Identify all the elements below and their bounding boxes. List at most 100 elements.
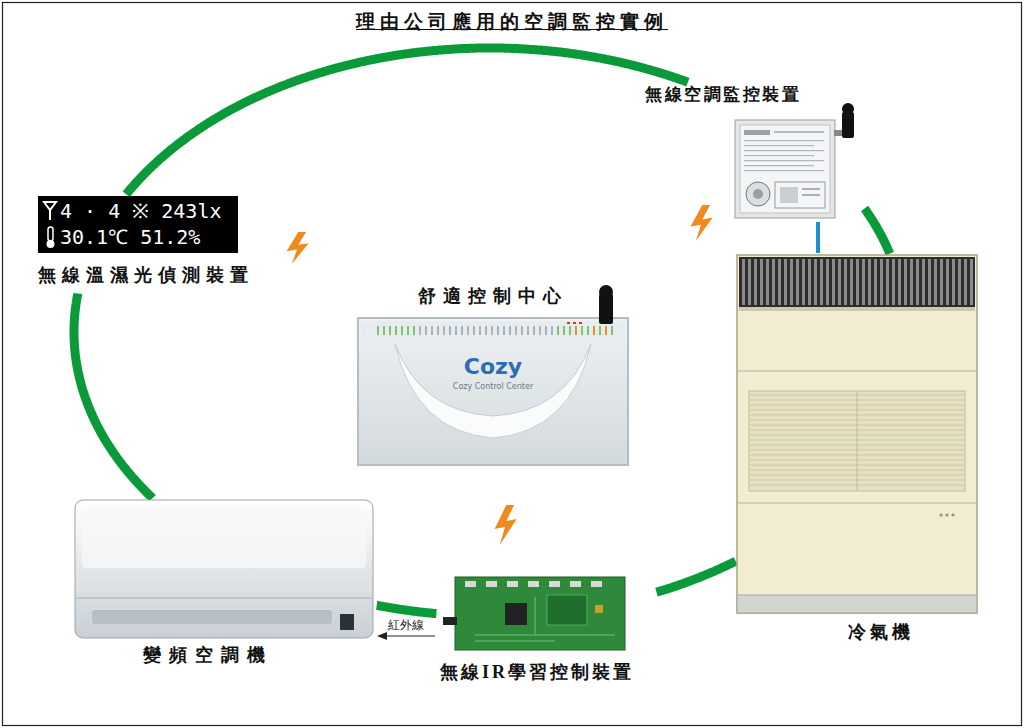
illustration-part bbox=[467, 326, 469, 335]
device-label: 無線溫濕光偵測裝置 bbox=[38, 265, 254, 287]
illustration-part bbox=[916, 259, 919, 305]
illustration-part bbox=[507, 581, 518, 587]
control-center: 舒適控制中心CozyCozy Control Center bbox=[355, 282, 633, 468]
illustration-part bbox=[904, 259, 907, 305]
illustration-part bbox=[857, 391, 858, 491]
illustration-part bbox=[766, 259, 769, 305]
illustration-part bbox=[75, 500, 373, 638]
illustration-part bbox=[737, 371, 977, 372]
network-ring bbox=[865, 208, 890, 253]
illustration-part bbox=[605, 326, 607, 335]
cooler-unit: 冷氣機 bbox=[735, 253, 980, 650]
network-ring bbox=[657, 561, 736, 592]
illustration-part bbox=[509, 326, 511, 335]
illustration-part bbox=[744, 130, 770, 135]
network-ring-stroke bbox=[865, 208, 890, 253]
illustration-part bbox=[431, 326, 433, 335]
brand-logo: Cozy bbox=[464, 354, 522, 380]
illustration-part bbox=[340, 614, 354, 630]
display-reading: 4 · 4 ※ 243lx bbox=[60, 199, 222, 223]
illustration-part bbox=[567, 322, 570, 324]
illustration-part bbox=[557, 326, 559, 335]
illustration-part bbox=[407, 326, 409, 335]
illustration-part bbox=[844, 259, 847, 305]
illustration-part bbox=[862, 259, 865, 305]
illustration-part bbox=[802, 188, 820, 190]
illustration-part bbox=[479, 326, 481, 335]
device-label: 冷氣機 bbox=[848, 622, 914, 644]
illustration-part bbox=[82, 508, 366, 568]
illustration-part bbox=[595, 605, 603, 613]
illustration-part bbox=[528, 581, 539, 587]
illustration-part bbox=[744, 150, 824, 151]
illustration-part bbox=[485, 326, 487, 335]
display-reading: 30.1℃ 51.2% bbox=[60, 225, 200, 249]
illustration-part bbox=[443, 617, 457, 625]
illustration-part bbox=[790, 259, 793, 305]
illustration-part bbox=[842, 103, 854, 115]
illustration-part bbox=[880, 259, 883, 305]
illustration-part bbox=[742, 259, 745, 305]
illustration-part bbox=[832, 259, 835, 305]
diagram-title: 理由公司應用的空調監控實例 bbox=[0, 9, 1024, 35]
illustration-part bbox=[780, 187, 798, 203]
illustration-part bbox=[744, 155, 814, 156]
brand-subtitle: Cozy Control Center bbox=[453, 382, 533, 392]
illustration-part bbox=[545, 326, 547, 335]
illustration-part bbox=[579, 322, 582, 324]
signal-cable bbox=[818, 222, 819, 253]
illustration-part bbox=[377, 326, 379, 335]
illustration-part bbox=[744, 170, 824, 171]
illustration-part bbox=[38, 196, 238, 253]
illustration-part bbox=[754, 259, 757, 305]
illustration-part bbox=[497, 326, 499, 335]
monitor-device: 無線空調監控裝置 bbox=[640, 82, 865, 222]
illustration-part bbox=[964, 259, 967, 305]
arrow-head bbox=[377, 632, 387, 640]
illustration-part bbox=[748, 259, 751, 305]
illustration-part bbox=[802, 259, 805, 305]
illustration-part bbox=[939, 513, 942, 516]
ir-controller: 無線IR學習控制裝置 bbox=[435, 575, 657, 688]
network-ring-stroke bbox=[74, 294, 153, 499]
illustration-part bbox=[772, 259, 775, 305]
illustration-part bbox=[505, 603, 527, 625]
illustration-part bbox=[539, 326, 541, 335]
device-label: 無線IR學習控制裝置 bbox=[440, 662, 634, 684]
sensor-display: 4 · 4 ※ 243lx30.1℃ 51.2% 無線溫濕光偵測裝置 bbox=[36, 194, 268, 294]
illustration-part bbox=[515, 326, 517, 335]
illustration-part bbox=[744, 160, 824, 161]
illustration-part bbox=[739, 257, 975, 307]
illustration-part bbox=[753, 189, 763, 199]
illustration-part bbox=[910, 259, 913, 305]
device-illustration bbox=[735, 253, 980, 650]
illustration-part bbox=[735, 120, 835, 218]
illustration-part bbox=[570, 581, 581, 587]
network-ring bbox=[377, 605, 437, 613]
illustration-part bbox=[591, 581, 602, 587]
illustration-part bbox=[744, 140, 824, 141]
illustration-part bbox=[465, 581, 476, 587]
wireless-bolt bbox=[495, 505, 517, 545]
illustration-part bbox=[419, 326, 421, 335]
illustration-part bbox=[48, 227, 53, 241]
illustration-part bbox=[587, 326, 589, 335]
illustration-part bbox=[834, 130, 843, 136]
illustration-part bbox=[740, 125, 830, 213]
illustration-part bbox=[581, 326, 583, 335]
illustration-part bbox=[575, 326, 577, 335]
illustration-part bbox=[395, 344, 591, 438]
illustration-part bbox=[455, 326, 457, 335]
illustration-part bbox=[521, 326, 523, 335]
illustration-part bbox=[358, 318, 628, 465]
illustration-part bbox=[898, 259, 901, 305]
illustration-part bbox=[744, 165, 814, 166]
illustration-part bbox=[826, 259, 829, 305]
illustration-part bbox=[401, 326, 403, 335]
illustration-part bbox=[533, 326, 535, 335]
illustration-part bbox=[934, 259, 937, 305]
illustration-part bbox=[746, 182, 770, 206]
illustration-part bbox=[503, 326, 505, 335]
